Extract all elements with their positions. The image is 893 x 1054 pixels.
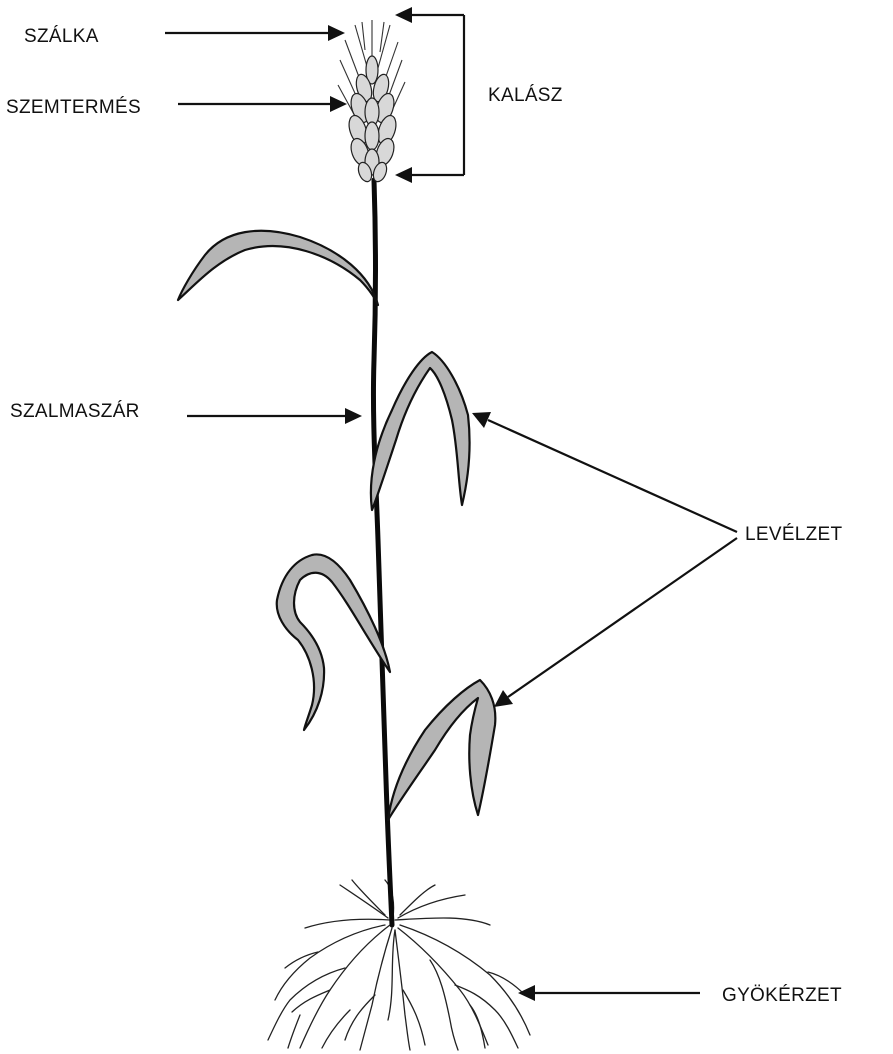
leaves: [178, 231, 495, 820]
roots-arrow-head: [518, 985, 535, 1001]
label-grain: SZEMTERMÉS: [6, 97, 141, 118]
label-awn: SZÁLKA: [24, 26, 99, 47]
leaf-top: [178, 231, 378, 305]
label-awn-group: SZÁLKA: [24, 25, 345, 47]
ear-bracket-bottom-head: [395, 167, 412, 183]
leaves-arrow-head-lower: [494, 690, 513, 707]
label-leaves: LEVÉLZET: [745, 524, 843, 545]
leaf-lower-right: [388, 680, 495, 820]
ear-bracket: KALÁSZ: [395, 7, 563, 183]
stem-arrow-head: [345, 408, 362, 424]
label-leaves-group: LEVÉLZET: [472, 412, 843, 707]
ear-bracket-top-head: [395, 7, 412, 23]
root-system: [268, 880, 530, 1050]
awn-arrow-head: [328, 25, 345, 41]
leaves-arrow-line-lower: [508, 538, 737, 697]
leaves-arrow-line-upper: [488, 420, 737, 532]
wheat-ear: [338, 20, 405, 183]
leaf-middle-left: [277, 554, 390, 730]
label-roots-group: GYÖKÉRZET: [518, 985, 842, 1006]
leaf-upper-right: [371, 352, 470, 510]
label-stem-group: SZALMASZÁR: [10, 401, 362, 424]
label-stem: SZALMASZÁR: [10, 401, 140, 422]
label-roots: GYÖKÉRZET: [722, 985, 842, 1006]
grain-arrow-head: [330, 96, 347, 112]
label-ear: KALÁSZ: [488, 85, 563, 106]
label-grain-group: SZEMTERMÉS: [6, 96, 347, 118]
